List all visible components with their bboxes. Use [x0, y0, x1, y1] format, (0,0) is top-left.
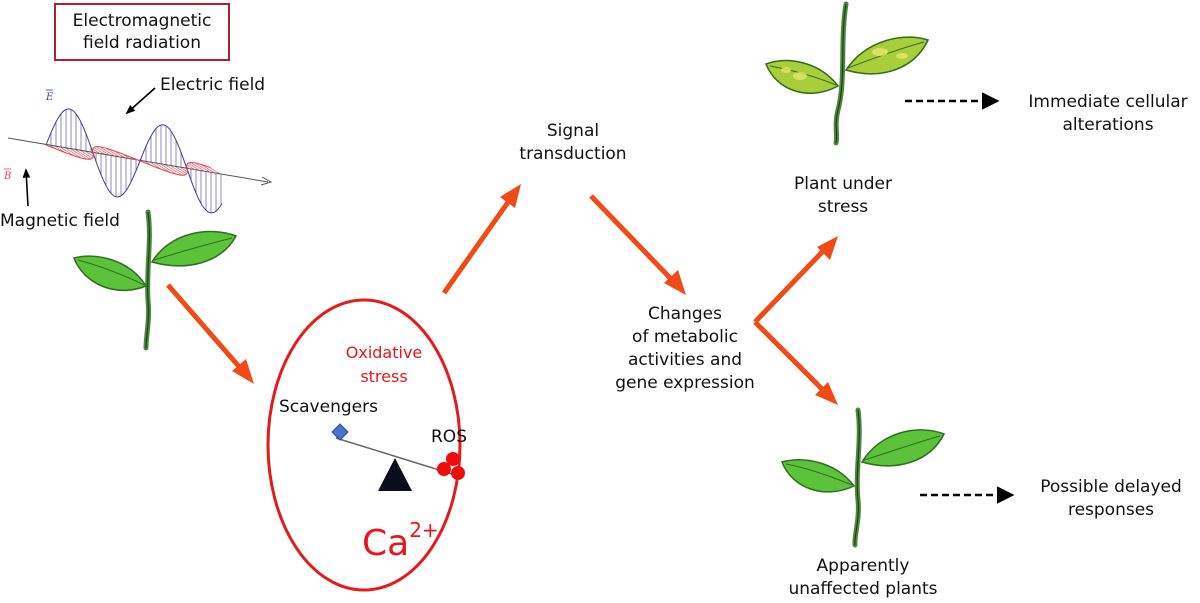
immediate-line-2: alterations — [1062, 115, 1154, 135]
flow-arrows — [166, 184, 838, 405]
electric-wave-hatching — [50, 109, 222, 213]
calcium-charge: 2+ — [409, 518, 439, 542]
stressed-leaf-icon — [844, 36, 930, 75]
title-line-1: Electromagnetic — [72, 11, 212, 31]
delayed-responses-label: Possible delayed responses — [1026, 476, 1196, 522]
changes-line-1: Changes — [648, 304, 722, 324]
delayed-line-2: responses — [1067, 500, 1155, 520]
arrow-plant-to-cell — [166, 283, 254, 384]
plant-healthy-left — [73, 209, 238, 351]
arrow-signal-to-changes — [589, 194, 686, 295]
delayed-line-1: Possible delayed — [1040, 477, 1182, 497]
b-vector-symbol: B — [3, 171, 11, 182]
electric-wave — [45, 108, 223, 214]
immediate-line-1: Immediate cellular — [1028, 92, 1188, 112]
electric-field-label: Electric field — [160, 75, 266, 95]
magnetic-wave — [45, 144, 211, 176]
immediate-alterations-label: Immediate cellular alterations — [1016, 91, 1200, 137]
metabolic-changes-label: Changes of metabolic activities and gene… — [595, 303, 775, 395]
scavengers-label: Scavengers — [279, 397, 378, 417]
ros-molecule — [451, 466, 465, 480]
ros-molecule — [446, 452, 460, 466]
arrow-changes-to-unaffected — [753, 320, 838, 405]
magnetic-pointer-arrow — [22, 168, 31, 207]
unaffected-plants-label: Apparently unaffected plants — [778, 555, 948, 601]
calcium-symbol: Ca — [362, 523, 410, 564]
unaffected-line-1: Apparently — [816, 556, 910, 576]
cell-ellipse — [266, 298, 462, 592]
arrow-changes-to-stressed — [753, 236, 838, 324]
arrow-cell-to-signal — [441, 184, 521, 295]
plant-under-stress-label: Plant under stress — [768, 173, 918, 219]
changes-line-3: activities and — [627, 350, 743, 370]
calcium-ion-label: Ca2+ — [362, 518, 439, 564]
unaffected-line-2: unaffected plants — [788, 579, 938, 599]
changes-line-2: of metabolic — [632, 327, 738, 347]
wave-axis-arrowhead — [260, 176, 273, 186]
title-box: Electromagnetic field radiation — [54, 3, 230, 61]
stressed-line-1: Plant under — [793, 174, 893, 194]
oxidative-stress-line-2: stress — [360, 367, 408, 386]
stressed-line-2: stress — [817, 197, 869, 217]
e-vector-symbol: E — [45, 92, 54, 103]
changes-line-4: gene expression — [615, 373, 755, 393]
balance-beam — [335, 437, 453, 475]
oxidative-stress-label: Oxidative stress — [334, 341, 434, 389]
signal-line-1: Signal — [546, 121, 600, 141]
balance-fulcrum — [378, 458, 412, 491]
ros-label: ROS — [431, 427, 467, 447]
signal-line-2: transduction — [519, 144, 627, 164]
leaf-icon — [781, 459, 856, 493]
ros-balance — [331, 423, 465, 491]
magnetic-wave-hatching — [50, 145, 222, 176]
em-wave: E B — [3, 87, 273, 214]
oxidative-stress-line-1: Oxidative — [345, 343, 423, 362]
leaf-icon — [73, 255, 148, 291]
plant-unaffected — [781, 407, 946, 548]
scavenger-diamond — [331, 423, 349, 441]
title-line-2: field radiation — [83, 33, 201, 53]
plant-stressed — [765, 1, 930, 146]
magnetic-field-label: Magnetic field — [0, 211, 120, 231]
ros-molecule — [437, 462, 451, 476]
electric-pointer-arrow — [125, 87, 156, 115]
signal-transduction-label: Signal transduction — [498, 120, 648, 166]
